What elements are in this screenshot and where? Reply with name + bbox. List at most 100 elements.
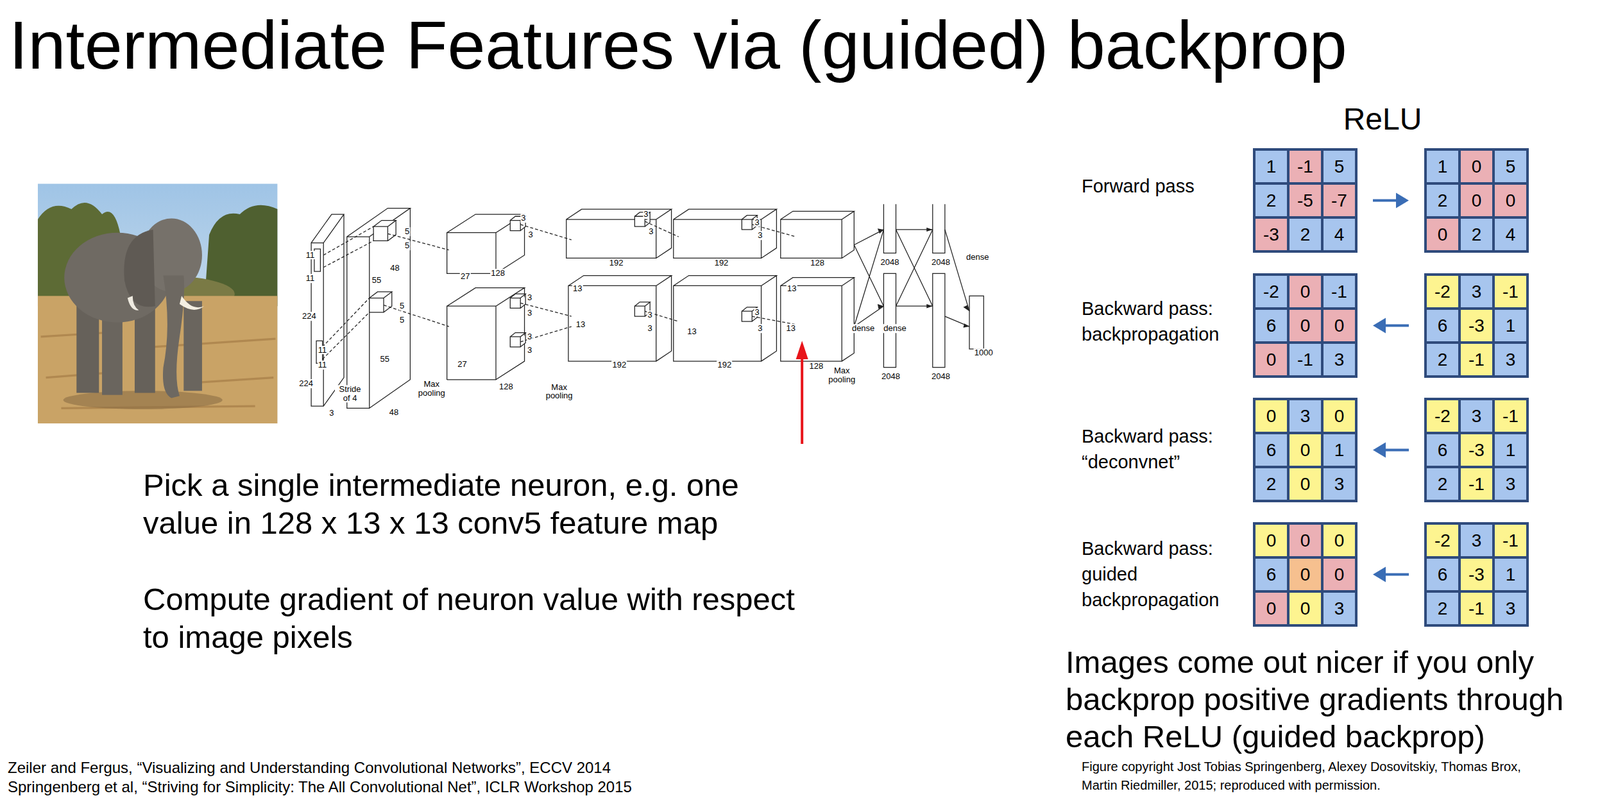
grid-cell: -7 (1323, 184, 1355, 217)
layer-dimension: 11 (317, 345, 328, 355)
grid-cell: -1 (1460, 468, 1493, 500)
grid-cell: 2 (1426, 343, 1459, 376)
grid-cell: 5 (1494, 150, 1527, 183)
relu-grid: 030601203 (1252, 397, 1358, 503)
illustration-part (932, 273, 945, 367)
reference: Zeiler and Fergus, “Visualizing and Unde… (7, 758, 611, 778)
illustration-part (322, 221, 797, 360)
layer-dimension: 3 (328, 408, 335, 418)
illustration-part (568, 275, 672, 362)
illustration-part (796, 340, 809, 360)
figure-heading: ReLU (1343, 101, 1423, 138)
layer-dimension: 5 (399, 301, 405, 311)
layer-dimension: 11 (305, 250, 316, 260)
layer-dimension: Max pooling (416, 379, 448, 398)
grid-cell: 0 (1289, 275, 1321, 308)
row-label: Backward pass: backpropagation (1081, 295, 1236, 348)
illustration-part (673, 209, 777, 258)
row-label: Forward pass (1081, 173, 1236, 199)
illustration-part (127, 295, 139, 310)
grid-cell: 3 (1323, 468, 1355, 500)
grid-cell: -2 (1426, 400, 1459, 432)
copyright-note: Figure copyright Jost Tobias Springenber… (1081, 757, 1538, 795)
grid-cell: -1 (1323, 275, 1355, 308)
illustration-part (123, 229, 155, 307)
relu-grid: 105200024 (1424, 148, 1529, 253)
layer-dimension: 11 (305, 273, 316, 283)
illustration-part (877, 227, 970, 328)
note-text: Images come out nicer if you only backpr… (1065, 643, 1599, 756)
layer-dimension: 3 (520, 214, 527, 224)
grid-cell: 3 (1460, 524, 1493, 557)
layer-dimension: 13 (686, 327, 697, 337)
grid-cell: 0 (1494, 184, 1527, 217)
layer-dimension: 2048 (930, 372, 951, 382)
layer-dimension: 224 (298, 379, 314, 389)
layer-dimension: 2048 (880, 257, 901, 267)
relu-grid: 000600003 (1252, 522, 1358, 627)
layer-dimension: 3 (647, 323, 654, 333)
layer-dimension: 192 (714, 259, 730, 269)
relu-grid: -23-16-312-13 (1424, 273, 1529, 378)
illustration-part (63, 390, 223, 410)
grid-cell: 3 (1323, 343, 1355, 376)
illustration-part (373, 220, 396, 242)
grid-cell: 2 (1460, 218, 1493, 251)
arrow-head (1395, 193, 1409, 209)
grid-cell: -3 (1460, 434, 1493, 466)
layer-dimension: 3 (526, 345, 533, 355)
grid-cell: -3 (1255, 218, 1287, 251)
illustration-part (883, 273, 896, 367)
layer-dimension: 3 (526, 293, 533, 303)
layer-dimension: 48 (389, 263, 400, 273)
relu-grid: -23-16-312-13 (1424, 397, 1529, 503)
grid-cell: -3 (1460, 558, 1493, 591)
grid-cell: 2 (1426, 592, 1459, 625)
grid-cell: 6 (1255, 558, 1287, 591)
grid-cell: 0 (1289, 558, 1321, 591)
layer-dimension: 48 (388, 408, 400, 418)
grid-cell: 0 (1323, 309, 1355, 342)
grid-cell: -1 (1494, 275, 1527, 308)
illustration-part (673, 275, 777, 362)
grid-cell: -1 (1289, 150, 1321, 183)
layer-dimension: 128 (490, 268, 506, 278)
grid-cell: 0 (1289, 309, 1321, 342)
arrow-head (1372, 318, 1386, 334)
grid-cell: 3 (1494, 592, 1527, 625)
body-text: Pick a single intermediate neuron, e.g. … (143, 466, 785, 543)
grid-cell: 2 (1289, 218, 1321, 251)
grid-cell: 3 (1460, 275, 1493, 308)
grid-cell: 0 (1323, 558, 1355, 591)
grid-cell: 6 (1255, 434, 1287, 466)
alexnet-architecture (311, 204, 984, 409)
slide-title: Intermediate Features via (guided) backp… (8, 6, 1348, 85)
layer-dimension: 27 (456, 359, 468, 369)
grid-cell: 6 (1426, 309, 1459, 342)
flow-arrow (1372, 318, 1409, 334)
grid-cell: 0 (1255, 592, 1287, 625)
grid-cell: 0 (1255, 524, 1287, 557)
grid-cell: -1 (1460, 592, 1493, 625)
grid-cell: -2 (1426, 275, 1459, 308)
pointer-arrow (796, 340, 809, 444)
arrow-shaft (1372, 199, 1399, 203)
grid-cell: 0 (1289, 468, 1321, 500)
layer-dimension: 3 (642, 209, 649, 219)
grid-cell: 1 (1494, 558, 1527, 591)
grid-cell: 0 (1323, 524, 1355, 557)
grid-cell: 0 (1255, 343, 1287, 376)
layer-dimension: 3 (526, 308, 533, 318)
grid-cell: 0 (1323, 400, 1355, 432)
grid-cell: 0 (1460, 150, 1493, 183)
illustration-part (369, 291, 392, 313)
grid-cell: 6 (1426, 558, 1459, 591)
grid-cell: 0 (1255, 400, 1287, 432)
grid-cell: 0 (1460, 184, 1493, 217)
layer-dimension: 3 (527, 230, 534, 240)
grid-cell: 5 (1323, 150, 1355, 183)
layer-dimension: dense (851, 323, 876, 333)
flow-arrow (1372, 442, 1409, 459)
grid-cell: 0 (1289, 434, 1321, 466)
